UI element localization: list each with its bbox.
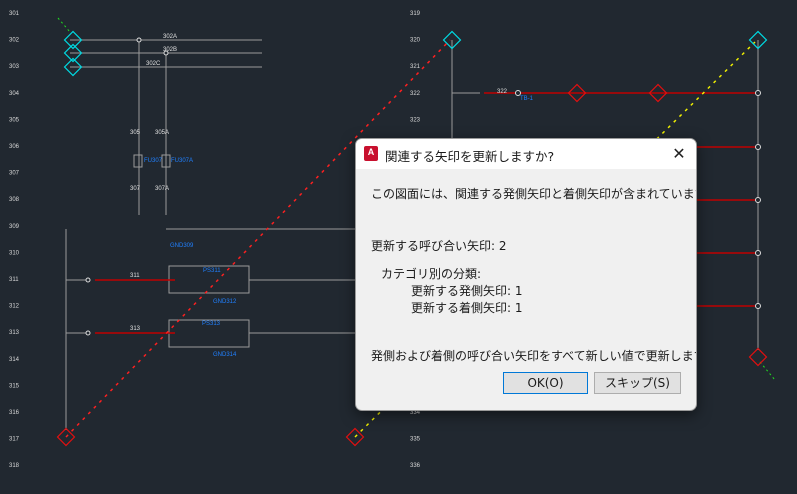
rung-number: 321: [410, 64, 421, 70]
wire-label: 302A: [163, 34, 177, 40]
device-tag: PS311: [203, 268, 221, 274]
rung-number: 314: [9, 357, 20, 363]
rung-number: 313: [9, 330, 20, 336]
dialog-titlebar[interactable]: A 関連する矢印を更新しますか? ✕: [356, 139, 696, 169]
rung-number: 303: [9, 64, 20, 70]
rung-number: 323: [410, 117, 421, 123]
rung-number: 335: [410, 437, 421, 443]
rung-number: 312: [9, 304, 20, 310]
rung-number: 301: [9, 11, 20, 17]
fuse-label: FU307A: [171, 158, 193, 164]
wire-label: 302B: [163, 47, 177, 53]
rung-number: 305: [9, 117, 20, 123]
red-wires: [95, 92, 758, 334]
close-icon[interactable]: ✕: [672, 144, 686, 163]
update-arrows-dialog: A 関連する矢印を更新しますか? ✕ この図面には、関連する発側矢印と着側矢印が…: [355, 138, 697, 411]
wire-label: 307: [130, 186, 141, 192]
rung-number: 336: [410, 463, 421, 469]
rung-numbers-left: 301 302 303 304 305 306 307 308 309 310 311 312 313 3…: [9, 11, 20, 469]
ground-label: GND314: [213, 352, 237, 358]
category-heading: カテゴリ別の分類:: [381, 267, 482, 281]
dialog-question: 発側および着側の呼び合い矢印をすべて新しい値で更新しますか?: [371, 349, 697, 363]
wire-label: 302C: [146, 61, 161, 67]
rung-number: 334: [410, 410, 421, 416]
dialog-message: この図面には、関連する発側矢印と着側矢印が含まれています。: [371, 187, 697, 201]
ground-label: GND312: [213, 299, 237, 305]
rung-number: 319: [410, 11, 421, 17]
rung-number: 316: [9, 410, 20, 416]
dialog-title: 関連する矢印を更新しますか?: [385, 149, 555, 164]
terminal-label: TB-1: [520, 96, 534, 102]
rung-number: 318: [9, 463, 20, 469]
arrow-count: 更新する呼び合い矢印: 2: [371, 239, 507, 253]
destination-arrow-count: 更新する着側矢印: 1: [411, 301, 523, 315]
skip-button[interactable]: スキップ(S): [594, 372, 681, 394]
fuse-label: FU307: [144, 158, 163, 164]
green-arrows: [57, 17, 776, 381]
wire-label: 307A: [155, 186, 169, 192]
wire-label: 322: [497, 89, 508, 95]
wire-label: 311: [130, 273, 140, 279]
rung-number: 317: [9, 437, 20, 443]
rung-number: 320: [410, 38, 421, 44]
rung-number: 302: [9, 38, 20, 44]
terminals: [85, 37, 761, 336]
rung-number: 308: [9, 197, 20, 203]
rung-number: 306: [9, 144, 20, 150]
device-tag: PS313: [202, 321, 221, 327]
ok-button[interactable]: OK(O): [503, 372, 588, 394]
wire-label: 305: [130, 130, 141, 136]
rung-number: 310: [9, 250, 20, 256]
source-arrow-count: 更新する発側矢印: 1: [411, 284, 523, 298]
rung-number: 311: [9, 277, 19, 283]
rung-number: 315: [9, 383, 20, 389]
rung-number: 309: [9, 224, 20, 230]
wire-label: 305A: [155, 130, 169, 136]
red-destination-arrows: [56, 83, 768, 447]
cyan-source-arrows: [63, 30, 768, 77]
rung-number: 304: [9, 91, 20, 97]
ground-label: GND309: [170, 243, 194, 249]
rung-number: 307: [9, 171, 20, 177]
autocad-app-icon: A: [364, 146, 378, 161]
wire-label: 313: [130, 326, 141, 332]
rung-number: 322: [410, 91, 421, 97]
